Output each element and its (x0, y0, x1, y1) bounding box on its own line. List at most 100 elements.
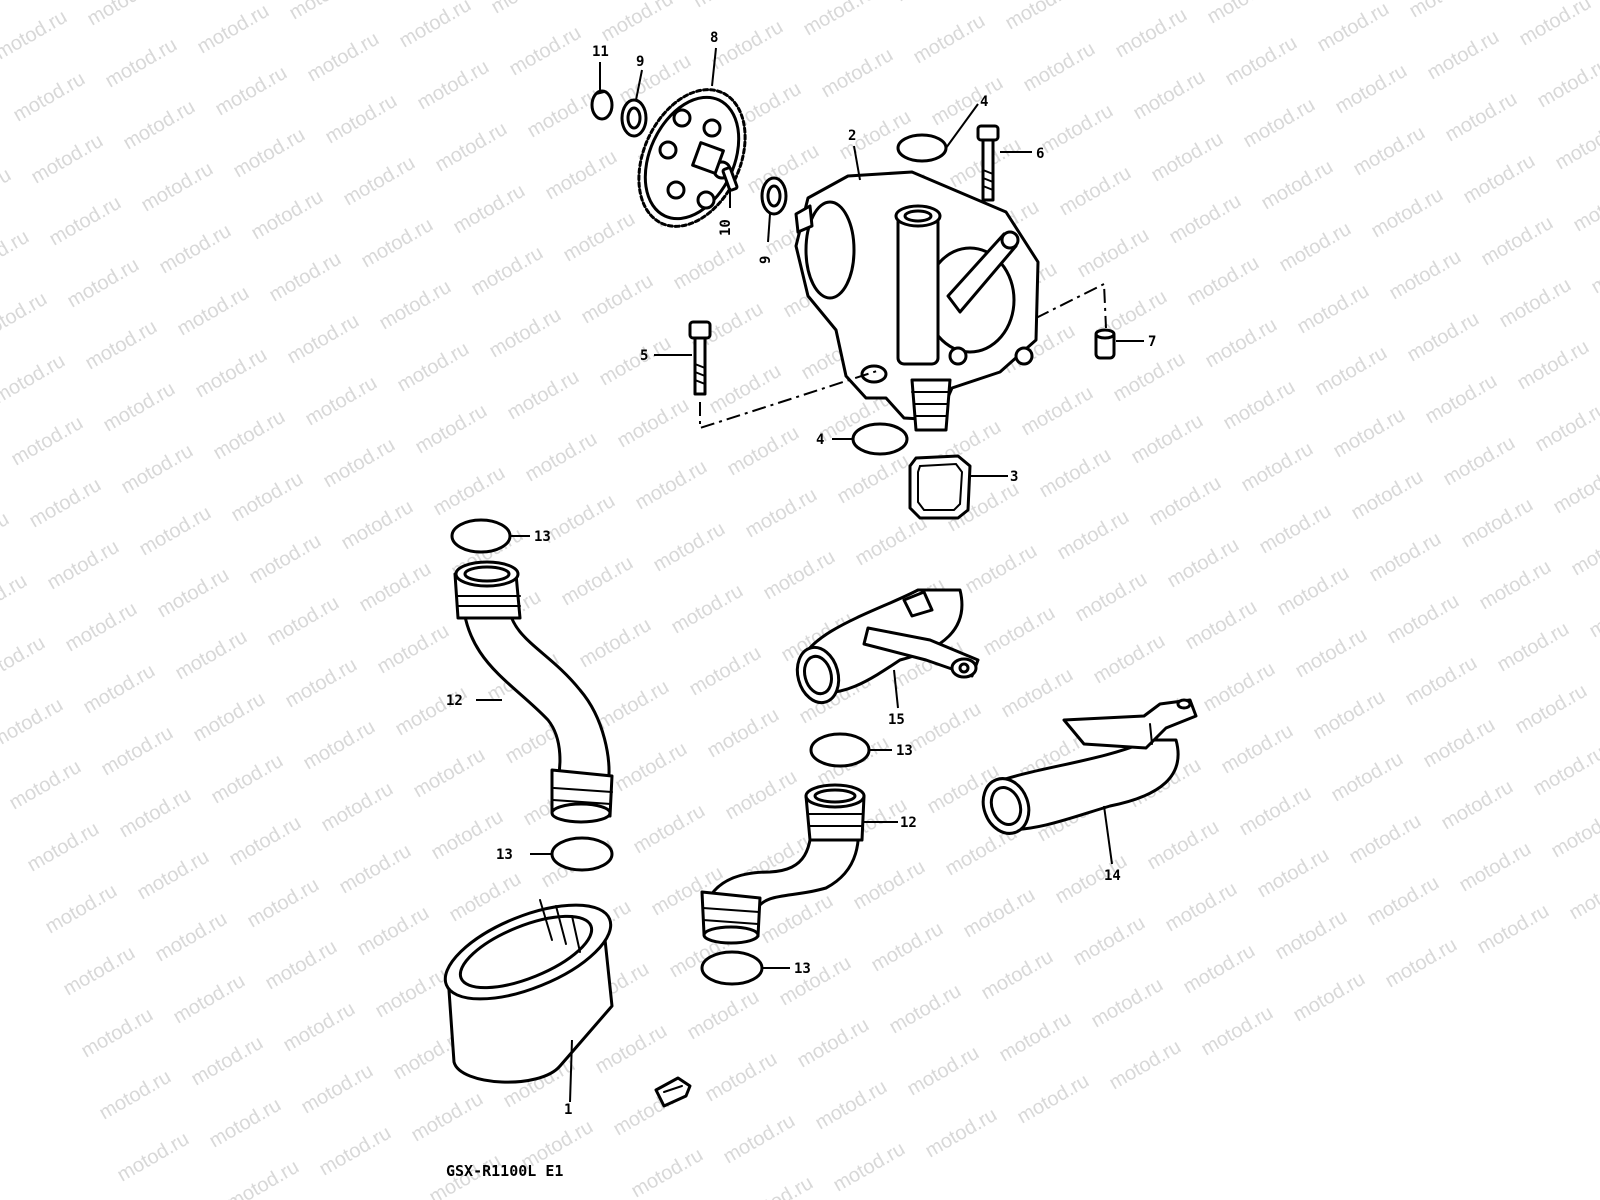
watermark-text: motod.ru (44, 536, 123, 595)
part-12-oil-pipe-left[interactable] (453, 560, 614, 824)
watermark-text: motod.ru (396, 0, 475, 52)
watermark-text: motod.ru (212, 62, 291, 121)
watermark-text: motod.ru (102, 34, 181, 93)
watermark-text: motod.ru (0, 0, 53, 2)
part-8-pump-gear[interactable] (618, 72, 766, 243)
watermark-text: motod.ru (668, 580, 747, 639)
watermark-text: motod.ru (928, 72, 1007, 131)
watermark-text: motod.ru (432, 118, 511, 177)
callout-10: 10 (718, 219, 734, 236)
assembly-lines (699, 282, 1107, 430)
watermark-text: motod.ru (266, 248, 345, 307)
watermark-text: motod.ru (356, 558, 435, 617)
watermark-text: motod.ru (1346, 810, 1425, 869)
part-4-o-ring-lower[interactable] (851, 422, 909, 456)
watermark-text: motod.ru (134, 846, 213, 905)
part-9-washer-lower[interactable] (760, 176, 788, 216)
watermark-text: motod.ru (300, 716, 379, 775)
watermark-text: motod.ru (1474, 900, 1553, 959)
watermark-text: motod.ru (1014, 1070, 1093, 1129)
part-5-bolt[interactable] (688, 320, 712, 396)
watermark-text: motod.ru (612, 738, 691, 797)
watermark-text: motod.ru (338, 496, 417, 555)
part-15-pipe-with-bracket[interactable] (791, 588, 980, 707)
watermark-text: motod.ru (100, 378, 179, 437)
watermark-text: motod.ru (1020, 38, 1099, 97)
watermark-text: motod.ru (1290, 968, 1369, 1027)
watermark-text: motod.ru (722, 766, 801, 825)
watermark-text: motod.ru (156, 220, 235, 279)
watermark-text: motod.ru (1128, 410, 1207, 469)
watermark-text: motod.ru (980, 602, 1059, 661)
watermark-text: motod.ru (1164, 534, 1243, 593)
watermark-text: motod.ru (1568, 522, 1600, 581)
part-9-washer-upper[interactable] (620, 98, 648, 138)
watermark-text: motod.ru (224, 1156, 303, 1200)
part-13-o-ring-c[interactable] (809, 732, 871, 768)
part-2-oil-pump[interactable] (794, 170, 1040, 432)
part-11-circlip[interactable] (590, 89, 614, 121)
watermark-text: motod.ru (84, 0, 163, 30)
part-10-pin[interactable] (721, 166, 739, 192)
watermark-text: motod.ru (542, 146, 621, 205)
watermark-text: motod.ru (1036, 444, 1115, 503)
watermark-text: motod.ru (188, 1032, 267, 1091)
watermark-text: motod.ru (1422, 370, 1501, 429)
watermark-text: motod.ru (1348, 466, 1427, 525)
watermark-text: motod.ru (886, 980, 965, 1039)
watermark-text: motod.ru (248, 186, 327, 245)
watermark-text: motod.ru (794, 1014, 873, 1073)
watermark-text: motod.ru (26, 474, 105, 533)
watermark-text: motod.ru (578, 270, 657, 329)
watermark-text: motod.ru (316, 1122, 395, 1181)
watermark-text: motod.ru (118, 440, 197, 499)
watermark-text: motod.ru (0, 288, 51, 347)
watermark-text: motod.ru (1200, 658, 1279, 717)
watermark-text: motod.ru (1496, 274, 1575, 333)
watermark-text: motod.ru (524, 84, 603, 143)
watermark-text: motod.ru (628, 1144, 707, 1200)
watermark-text: motod.ru (446, 868, 525, 927)
watermark-text: motod.ru (116, 784, 195, 843)
watermark-text: motod.ru (0, 508, 13, 567)
part-4-o-ring-upper[interactable] (896, 133, 948, 163)
part-13-o-ring-b[interactable] (550, 836, 614, 872)
watermark-text: motod.ru (1364, 872, 1443, 931)
watermark-text: motod.ru (320, 434, 399, 493)
callout-14: 14 (1104, 868, 1121, 884)
watermark-text: motod.ru (0, 6, 71, 65)
watermark-text: motod.ru (1072, 568, 1151, 627)
watermark-text: motod.ru (1494, 618, 1573, 677)
watermark-text: motod.ru (686, 642, 765, 701)
watermark-text: motod.ru (1312, 342, 1391, 401)
watermark-text: motod.ru (1460, 150, 1539, 209)
part-13-o-ring-a[interactable] (450, 518, 512, 554)
part-13-o-ring-d[interactable] (700, 950, 764, 986)
part-3-gasket[interactable] (908, 454, 972, 520)
watermark-text: motod.ru (868, 918, 947, 977)
part-6-bolt[interactable] (976, 124, 1000, 202)
watermark-text: motod.ru (82, 316, 161, 375)
watermark-text: motod.ru (670, 236, 749, 295)
watermark-text: motod.ru (1314, 0, 1393, 56)
part-12-oil-pipe-right[interactable] (700, 783, 866, 945)
watermark-text: motod.ru (210, 406, 289, 465)
watermark-text: motod.ru (154, 564, 233, 623)
watermark-text: motod.ru (1366, 528, 1445, 587)
watermark-text: motod.ru (304, 28, 383, 87)
watermark-text: motod.ru (374, 620, 453, 679)
watermark-text: motod.ru (192, 344, 271, 403)
callout-13-d: 13 (794, 961, 811, 977)
watermark-text: motod.ru (1516, 0, 1595, 50)
watermark-text: motod.ru (0, 632, 49, 691)
part-7-dowel[interactable] (1094, 328, 1116, 360)
watermark-text: motod.ru (1384, 590, 1463, 649)
watermark-text: motod.ru (98, 722, 177, 781)
watermark-text: motod.ru (998, 664, 1077, 723)
callout-7: 7 (1148, 334, 1156, 350)
callout-8: 8 (710, 30, 718, 46)
watermark-text: motod.ru (170, 970, 249, 1029)
watermark-text: motod.ru (1162, 878, 1241, 937)
watermark-text: motod.ru (194, 0, 273, 58)
part-14-pipe-with-bracket[interactable] (976, 698, 1198, 840)
